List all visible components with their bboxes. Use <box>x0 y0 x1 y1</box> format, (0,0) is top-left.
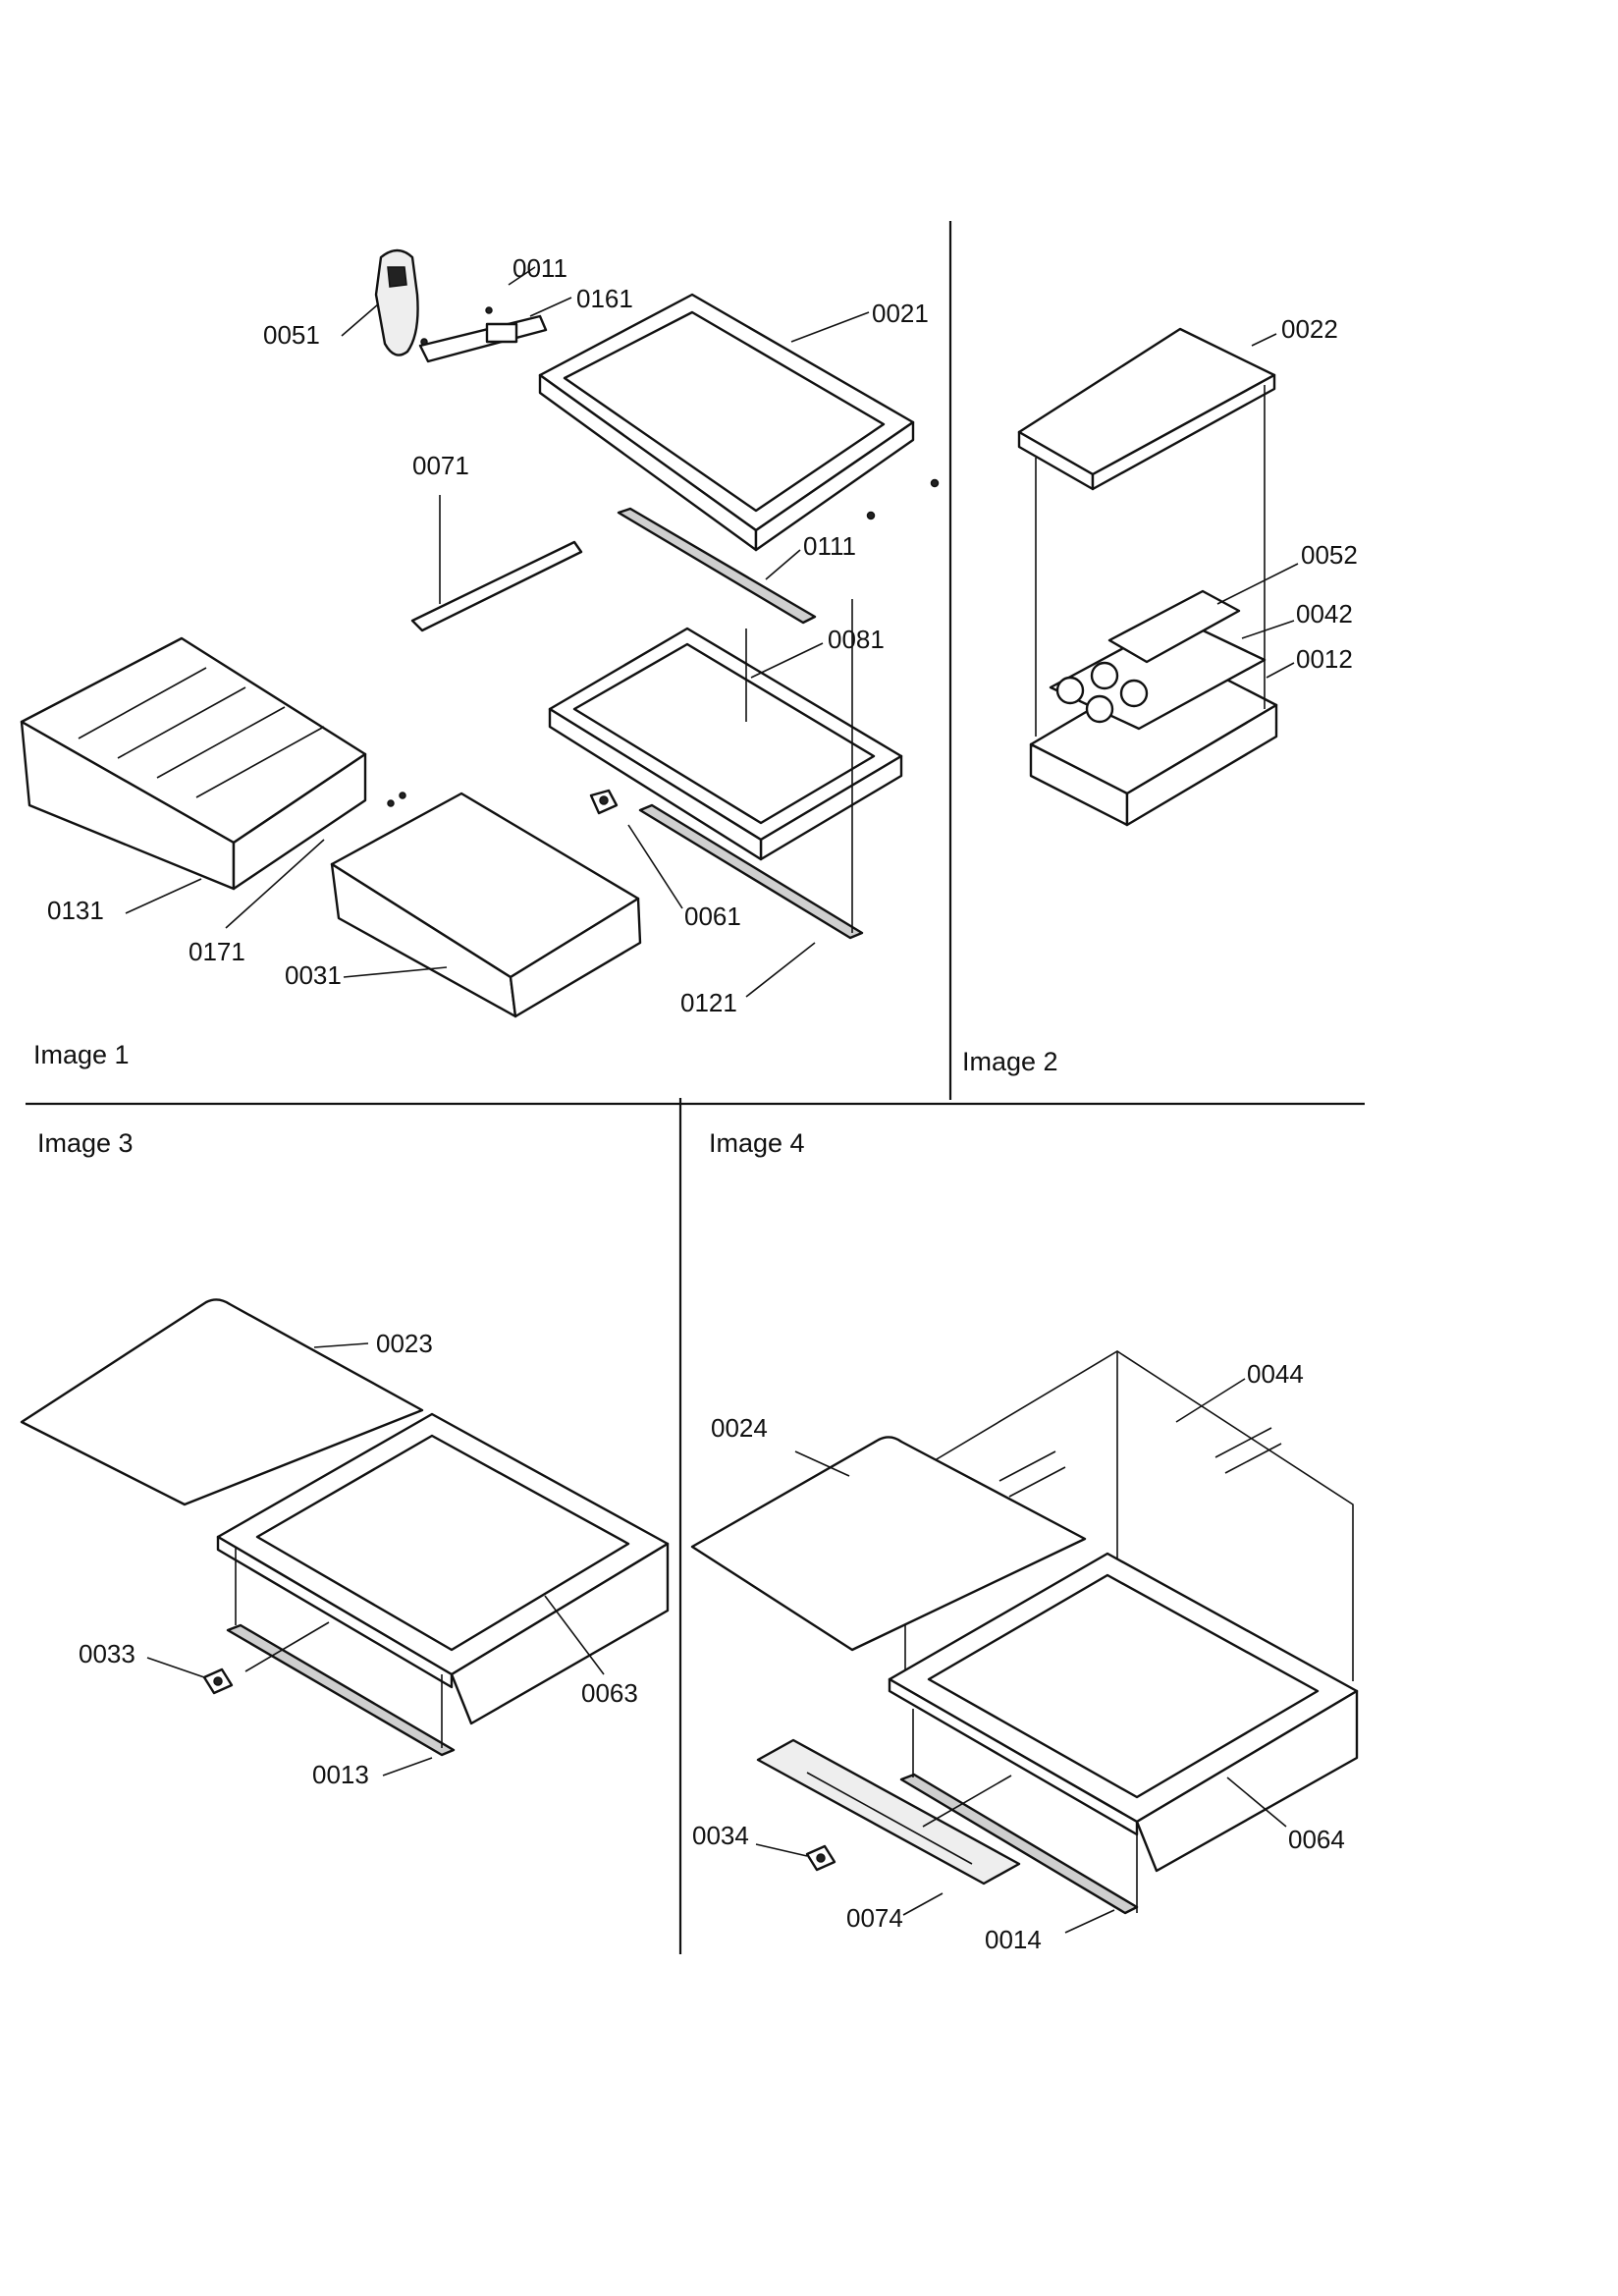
part-0051-handle <box>374 248 419 356</box>
label-0033: 0033 <box>79 1639 135 1668</box>
part-0111-rail <box>617 507 817 625</box>
label-0034: 0034 <box>692 1821 749 1850</box>
label-0024: 0024 <box>711 1413 768 1443</box>
caption-image-3: Image 3 <box>37 1128 134 1158</box>
label-0161: 0161 <box>576 284 633 313</box>
image-3-leader-lines <box>146 1342 605 1777</box>
part-0031-pan <box>330 792 642 1018</box>
part-0013-rail <box>226 1623 456 1757</box>
label-0131: 0131 <box>47 896 104 925</box>
label-0111: 0111 <box>803 531 856 561</box>
image-3-panel: Image 3 0023 0033 0063 0013 <box>20 1128 670 1789</box>
image-4-leader-lines <box>755 1378 1287 1934</box>
label-0081: 0081 <box>828 625 885 654</box>
caption-image-4: Image 4 <box>709 1128 805 1158</box>
part-0034-clip <box>805 1844 836 1872</box>
part-0012-tray <box>1029 654 1278 827</box>
part-0081-frame <box>548 627 903 861</box>
label-0031: 0031 <box>285 960 342 990</box>
label-0063: 0063 <box>581 1678 638 1708</box>
part-0042-egg-tray <box>1049 617 1267 731</box>
label-0051: 0051 <box>263 320 320 350</box>
label-0061: 0061 <box>684 902 741 931</box>
label-0042: 0042 <box>1296 599 1353 629</box>
part-0021-shelf <box>538 293 940 552</box>
image-2-leader-lines <box>1035 333 1299 737</box>
part-0023-glass <box>20 1298 424 1506</box>
label-0074: 0074 <box>846 1903 903 1933</box>
label-0071: 0071 <box>412 451 469 480</box>
part-0074-cover <box>756 1738 1021 1886</box>
label-0171: 0171 <box>189 937 245 966</box>
part-0022-cover <box>1017 327 1276 491</box>
part-0064-frame <box>888 1552 1359 1873</box>
part-0071-glass <box>410 540 583 632</box>
caption-image-2: Image 2 <box>962 1047 1058 1076</box>
label-0121: 0121 <box>680 988 737 1017</box>
image-1-leader-lines <box>125 266 870 998</box>
label-0014: 0014 <box>985 1925 1042 1954</box>
caption-image-1: Image 1 <box>33 1040 130 1069</box>
label-0064: 0064 <box>1288 1825 1345 1854</box>
image-4-panel: Image 4 <box>690 1128 1359 1954</box>
part-0121-rail <box>638 803 864 940</box>
label-0012: 0012 <box>1296 644 1353 674</box>
part-0024-glass <box>690 1436 1087 1652</box>
label-0021: 0021 <box>872 299 929 328</box>
label-0011: 0011 <box>512 253 567 283</box>
label-0052: 0052 <box>1301 540 1358 570</box>
image-2-panel: 0022 0052 0042 0012 Image 2 <box>962 314 1358 1076</box>
part-0033-clip <box>202 1667 234 1695</box>
image-1-panel: 0011 0161 0051 0021 0071 0111 0081 0131 … <box>20 248 940 1069</box>
part-0061-clip <box>589 789 619 815</box>
part-0052-butter-lid <box>1107 589 1241 664</box>
part-0131-pan <box>20 636 367 891</box>
label-0013: 0013 <box>312 1760 369 1789</box>
part-0161-bracket <box>418 306 548 363</box>
label-0044: 0044 <box>1247 1359 1304 1389</box>
label-0023: 0023 <box>376 1329 433 1358</box>
label-0022: 0022 <box>1281 314 1338 344</box>
